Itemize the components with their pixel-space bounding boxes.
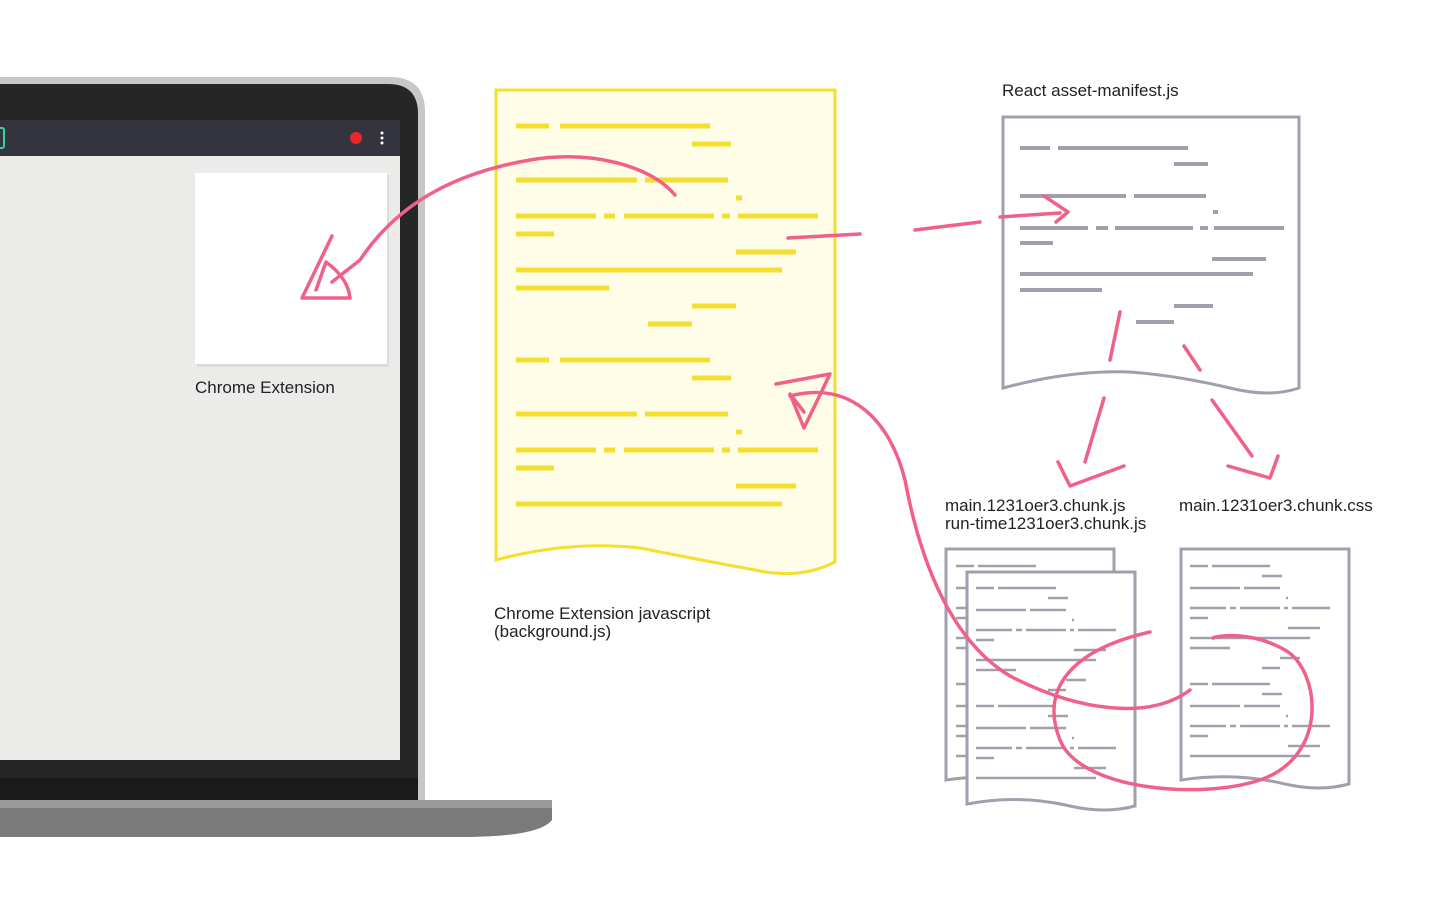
browser-toolbar xyxy=(0,120,400,156)
arrowhead-popup xyxy=(300,234,352,300)
arrow-manifest-to-css xyxy=(1182,344,1254,458)
chunk-js-front-document xyxy=(965,570,1137,812)
browser-tab-edge xyxy=(0,127,5,149)
arrow-chunks-to-background xyxy=(788,390,1314,792)
arrows xyxy=(300,155,1314,792)
manifest-title: React asset-manifest.js xyxy=(1002,81,1179,100)
arrow-manifest-to-js xyxy=(1083,310,1122,464)
chunk-css-document xyxy=(1179,547,1351,790)
arrow-background-to-popup xyxy=(330,155,677,284)
arrowhead-background xyxy=(774,372,832,430)
laptop xyxy=(0,77,552,837)
extension-popup xyxy=(195,173,387,364)
chunk-css-name: main.1231oer3.chunk.css xyxy=(1179,496,1373,515)
arrowhead-js xyxy=(1056,460,1126,488)
chunk-js-name-line1: main.1231oer3.chunk.js xyxy=(945,496,1126,515)
background-js-caption-line1: Chrome Extension javascript xyxy=(494,604,711,623)
record-dot-icon[interactable] xyxy=(350,132,362,144)
arrow-background-to-manifest xyxy=(786,211,1062,240)
background-js-document xyxy=(494,88,837,576)
laptop-bottom-bezel xyxy=(0,778,418,800)
extension-popup-label: Chrome Extension xyxy=(195,378,335,397)
chunk-js-name-line2: run-time1231oer3.chunk.js xyxy=(945,514,1147,533)
kebab-menu-icon[interactable] xyxy=(380,131,384,145)
asset-manifest-document xyxy=(1001,115,1301,395)
arrowhead-css xyxy=(1226,454,1280,480)
arrowhead-manifest xyxy=(1042,194,1070,224)
laptop-base xyxy=(0,800,552,837)
laptop-base-highlight xyxy=(0,800,552,808)
background-js-caption-line2: (background.js) xyxy=(494,622,612,641)
